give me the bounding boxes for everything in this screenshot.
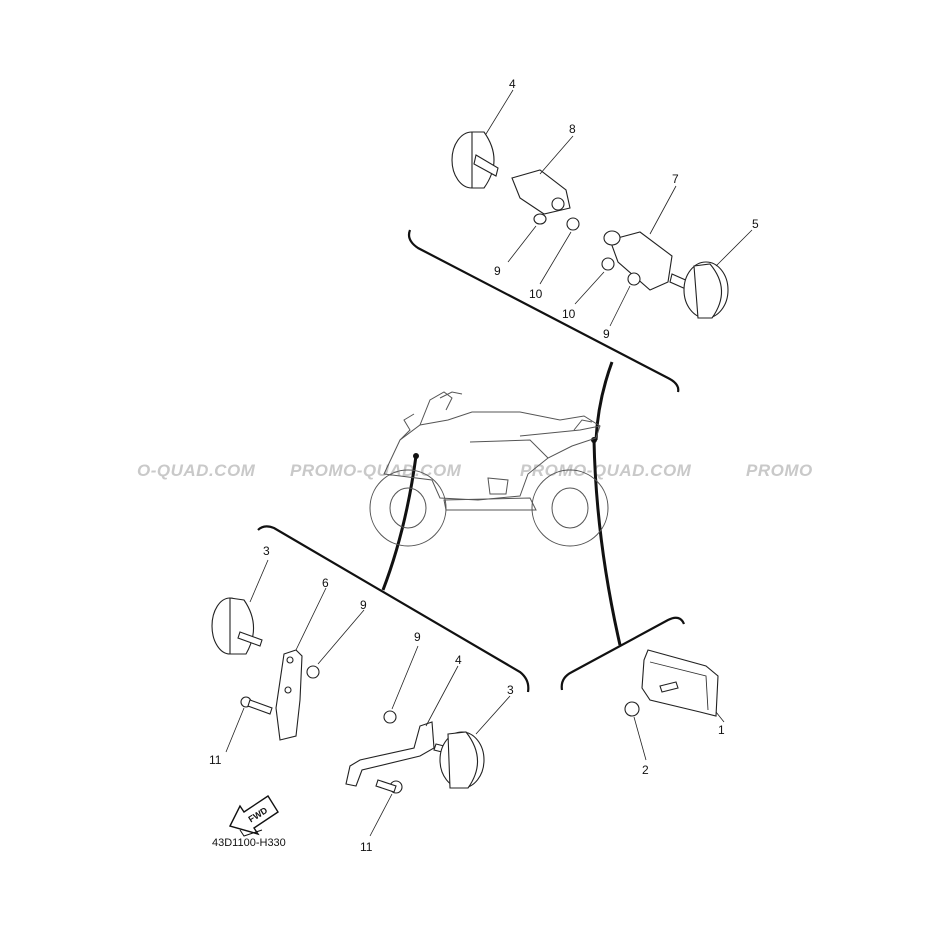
frame-left <box>257 525 530 693</box>
drawing-code: 43D1100-H330 <box>212 837 286 849</box>
callout-3-left: 3 <box>263 544 270 558</box>
frame-right <box>560 616 686 691</box>
watermark: O-QUAD.COM PROMO-QUAD.COM PROMO-QUAD.COM… <box>137 461 813 480</box>
nut-9-a <box>533 213 547 225</box>
reflector-1 <box>624 649 719 717</box>
nut-10-b <box>601 257 615 271</box>
callout-9-left: 9 <box>360 598 367 612</box>
watermark-right: PROMO <box>746 461 813 480</box>
reflector-4-right <box>669 261 729 319</box>
lead-lines <box>381 361 622 646</box>
reflector-3-right <box>433 731 485 789</box>
callout-10-top-right: 10 <box>562 307 576 321</box>
callout-2: 2 <box>642 763 649 777</box>
watermark-center: PROMO-QUAD.COM <box>290 461 462 480</box>
callout-10-top-left: 10 <box>529 287 543 301</box>
callout-3-right: 3 <box>507 683 514 697</box>
nut-2 <box>624 701 640 717</box>
parts <box>211 131 729 794</box>
atv-outline <box>369 391 609 547</box>
bracket-8 <box>511 169 580 231</box>
reflector-3-left <box>211 597 263 655</box>
callout-9-center: 9 <box>414 630 421 644</box>
lead-dot-left <box>413 453 419 459</box>
reflector-4-upper <box>451 131 499 189</box>
bracket-7 <box>601 230 673 291</box>
callout-7: 7 <box>672 172 679 186</box>
nut-9-b <box>627 272 641 286</box>
callout-1: 1 <box>718 723 725 737</box>
callout-9-top-right: 9 <box>603 327 610 341</box>
leader-lines <box>225 89 753 837</box>
frame-top <box>407 229 680 393</box>
watermark-left: O-QUAD.COM <box>137 461 256 480</box>
callout-11-left: 11 <box>209 753 222 767</box>
nut-10-a <box>566 217 580 231</box>
bracket-6 <box>240 649 320 741</box>
callouts: 4 8 7 5 9 10 10 9 3 6 9 11 9 4 3 11 1 2 <box>209 77 759 854</box>
callout-9-top-left: 9 <box>494 264 501 278</box>
nut-9-c <box>306 665 320 679</box>
callout-5: 4 <box>455 653 462 667</box>
lead-to-top <box>594 361 614 441</box>
lead-to-left <box>381 455 418 591</box>
group-frames <box>257 229 686 693</box>
watermark-right-center: PROMO-QUAD.COM <box>520 461 692 480</box>
bracket-5 <box>345 710 435 794</box>
lead-to-right <box>592 439 622 646</box>
callout-4-top: 4 <box>509 77 516 91</box>
nut-9-d <box>383 710 397 724</box>
callout-4-right: 5 <box>752 217 759 231</box>
callout-8: 8 <box>569 122 576 136</box>
atv-rear-wheel <box>531 469 609 547</box>
callout-11-bottom: 11 <box>360 840 373 854</box>
fwd-arrow: FWD <box>228 795 279 837</box>
callout-6: 6 <box>322 576 329 590</box>
